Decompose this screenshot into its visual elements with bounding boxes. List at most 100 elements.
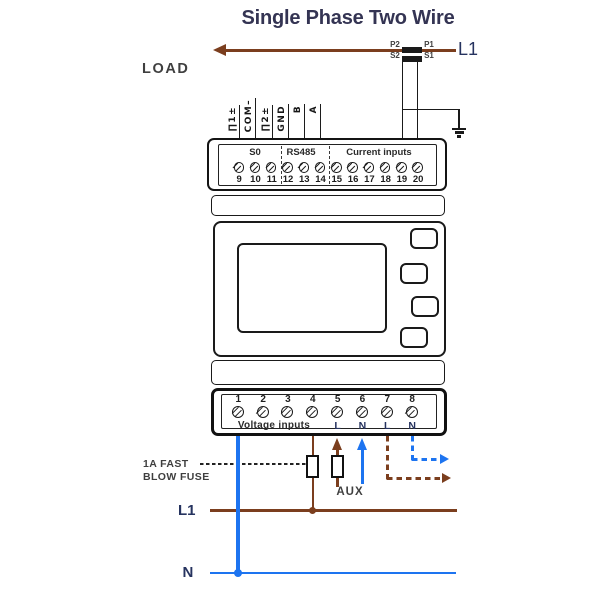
terminal-screw-icon xyxy=(249,162,261,173)
terminal-number: 14 xyxy=(315,173,326,185)
screw-slot-icon xyxy=(349,166,356,172)
ct-p1-label: P1 xyxy=(424,39,434,49)
junction-dot xyxy=(234,569,243,577)
terminal-number: 4 xyxy=(310,393,316,405)
earth-ground-icon xyxy=(457,135,461,138)
ct-p2-label: P2 xyxy=(390,39,400,49)
n-bus-label: N xyxy=(182,564,194,581)
arrowhead-right-brown-icon xyxy=(441,472,451,483)
wire-out-n-dashed xyxy=(412,457,440,461)
fuse-note-leader-line xyxy=(200,463,306,465)
section-divider xyxy=(329,145,330,184)
wire-out-n-dashed xyxy=(410,436,414,461)
ground-branch-line xyxy=(402,108,459,111)
screw-slot-icon xyxy=(283,410,291,418)
terminal-screw-icon xyxy=(231,406,244,418)
terminal-number: 15 xyxy=(331,173,343,185)
terminal-screw-icon xyxy=(265,162,277,173)
wire-aux-n xyxy=(360,448,364,484)
meter-button xyxy=(399,326,428,348)
terminal-screw-icon xyxy=(380,406,393,418)
l1-conductor-line xyxy=(225,48,456,52)
section-label-current-inputs: Current inputs xyxy=(346,146,412,158)
section-label-rs485: RS485 xyxy=(286,146,316,158)
junction-dot xyxy=(309,506,317,514)
aux-label: AUX xyxy=(336,486,364,498)
terminal-screw-icon xyxy=(405,406,418,418)
signal-label: ∏2± xyxy=(259,105,273,140)
ct-s2-label: S2 xyxy=(390,50,400,60)
terminal-number: 16 xyxy=(347,173,359,185)
screw-slot-icon xyxy=(300,166,307,172)
wire-out-l-dashed xyxy=(385,436,389,480)
meter-top-band xyxy=(211,195,445,216)
n-bus-line xyxy=(210,571,456,575)
terminal-screw-icon xyxy=(379,162,391,173)
terminal-number: 13 xyxy=(298,173,310,185)
diagram-title: Single Phase Two Wire xyxy=(241,7,455,29)
terminal-number: 11 xyxy=(266,173,277,185)
l1-bus-line xyxy=(210,508,457,512)
terminal-screw-icon xyxy=(232,162,244,173)
terminal-screw-icon xyxy=(330,406,344,418)
terminal-screw-icon xyxy=(395,162,407,173)
terminal-number: 10 xyxy=(250,173,261,185)
meter-bottom-band xyxy=(211,360,445,385)
screw-slot-icon xyxy=(317,166,323,172)
terminal-number: 2 xyxy=(260,393,266,405)
arrowhead-right-blue-icon xyxy=(439,453,449,464)
screw-slot-icon xyxy=(408,410,416,418)
terminal-number: 3 xyxy=(285,393,291,405)
ct-wire-s2 xyxy=(401,62,404,139)
ct-symbol xyxy=(402,46,422,53)
screw-slot-icon xyxy=(333,166,340,172)
lcd-display xyxy=(236,242,387,333)
ground-branch-line xyxy=(458,108,460,128)
ct-s1-label: S1 xyxy=(424,50,434,60)
ct-wire-s1 xyxy=(416,62,419,139)
screw-slot-icon xyxy=(398,166,405,172)
terminal-number: 12 xyxy=(282,173,294,185)
fuse-icon xyxy=(331,454,344,478)
terminal-number: 8 xyxy=(409,393,415,405)
arrowhead-left-icon xyxy=(213,44,226,56)
terminal-screw-icon xyxy=(330,162,342,173)
arrowhead-up-blue-icon xyxy=(356,437,367,450)
terminal-number: 1 xyxy=(235,393,242,405)
screw-slot-icon xyxy=(414,166,421,172)
terminal-number: 7 xyxy=(384,393,391,405)
terminal-number: 5 xyxy=(334,393,341,405)
screw-slot-icon xyxy=(235,166,242,172)
terminal-ln-label: L xyxy=(384,419,391,432)
signal-label: COM– xyxy=(243,98,257,140)
terminal-number: 6 xyxy=(359,393,366,405)
screw-slot-icon xyxy=(268,166,275,172)
terminal-screw-icon xyxy=(305,406,319,418)
section-divider xyxy=(281,145,282,184)
screw-slot-icon xyxy=(284,166,291,172)
earth-ground-icon xyxy=(452,127,466,130)
terminal-screw-icon xyxy=(314,162,326,173)
terminal-number: 18 xyxy=(380,173,391,185)
terminal-screw-icon xyxy=(280,406,294,418)
wire-terminal1-blue xyxy=(236,436,241,575)
l1-bus-label: L1 xyxy=(178,501,196,519)
screw-slot-icon xyxy=(365,166,372,172)
voltage-inputs-caption: Voltage inputs xyxy=(237,419,311,431)
signal-label: GND xyxy=(275,104,289,140)
terminal-screw-icon xyxy=(297,162,309,173)
screw-slot-icon xyxy=(308,410,316,418)
terminal-screw-icon xyxy=(281,162,293,173)
ct-symbol xyxy=(402,55,422,62)
terminal-screw-icon xyxy=(346,162,358,173)
screw-slot-icon xyxy=(259,410,267,418)
signal-label: A xyxy=(308,104,322,140)
earth-ground-icon xyxy=(454,131,464,134)
meter-button xyxy=(399,262,428,284)
meter-button xyxy=(409,227,438,249)
signal-label: B xyxy=(292,104,306,140)
screw-slot-icon xyxy=(252,166,258,172)
wire-out-l-dashed xyxy=(387,476,442,480)
terminal-ln-label: L xyxy=(334,419,341,432)
